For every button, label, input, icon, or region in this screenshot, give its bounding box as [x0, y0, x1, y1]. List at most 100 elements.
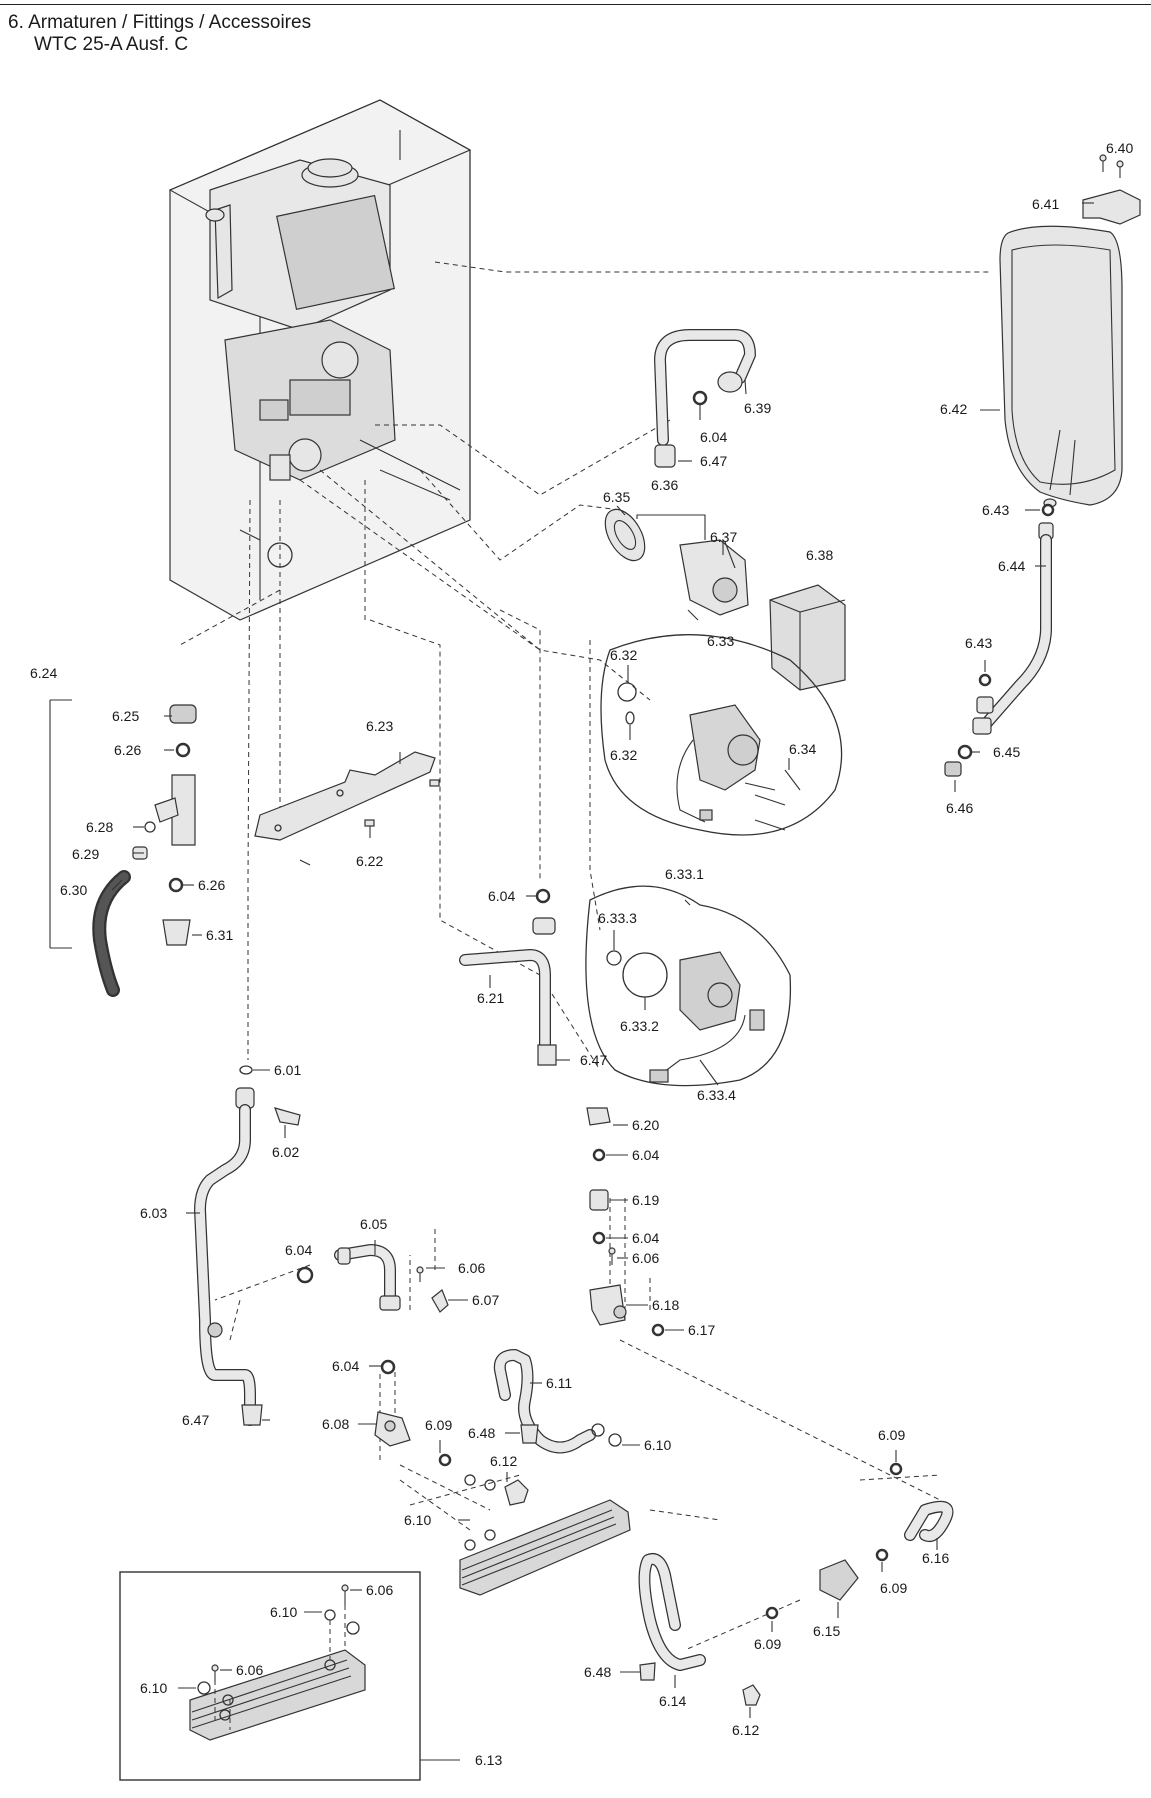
label-6-43-top: 6.43: [982, 502, 1009, 518]
label-6-10-d: 6.10: [140, 1680, 167, 1696]
label-6-09-a: 6.09: [425, 1417, 452, 1433]
pump-6-33-1-group: [585, 885, 792, 1087]
label-6-48-a: 6.48: [468, 1425, 495, 1441]
label-6-43-bottom: 6.43: [965, 635, 992, 651]
label-6-45: 6.45: [993, 744, 1020, 760]
label-6-18: 6.18: [652, 1297, 679, 1313]
pipe-6-11-group: [493, 1349, 596, 1506]
label-6-10-a: 6.10: [644, 1437, 671, 1453]
label-6-06-b: 6.06: [458, 1260, 485, 1276]
label-6-36: 6.36: [651, 477, 678, 493]
label-6-09-c: 6.09: [880, 1580, 907, 1596]
bracket-6-23: [254, 751, 440, 866]
label-6-26-b: 6.26: [198, 877, 225, 893]
seal-6-43-bottom: [978, 673, 992, 687]
label-6-10-b: 6.10: [404, 1512, 431, 1528]
label-6-31: 6.31: [206, 927, 233, 943]
label-6-08: 6.08: [322, 1416, 349, 1432]
label-leaders: [111, 202, 1094, 1718]
label-6-11: 6.11: [546, 1375, 572, 1391]
label-6-06-c: 6.06: [366, 1582, 393, 1598]
label-6-05: 6.05: [360, 1216, 387, 1232]
label-6-33: 6.33: [707, 633, 734, 649]
top-rule: [0, 4, 1151, 5]
valve-6-46: [944, 761, 962, 777]
label-6-01: 6.01: [274, 1062, 301, 1078]
label-6-25: 6.25: [112, 708, 139, 724]
label-6-38: 6.38: [806, 547, 833, 563]
label-6-41: 6.41: [1032, 196, 1059, 212]
siphon-group: [49, 699, 197, 997]
label-6-33-2: 6.33.2: [620, 1018, 659, 1034]
label-6-47-a: 6.47: [700, 453, 727, 469]
label-6-46: 6.46: [946, 800, 973, 816]
label-6-28: 6.28: [86, 819, 113, 835]
label-6-35: 6.35: [603, 489, 630, 505]
label-6-44: 6.44: [998, 558, 1025, 574]
label-6-10-c: 6.10: [270, 1604, 297, 1620]
cap-6-47: [654, 444, 676, 468]
label-6-47-c: 6.47: [182, 1412, 209, 1428]
label-6-33-1: 6.33.1: [665, 866, 704, 882]
label-6-03: 6.03: [140, 1205, 167, 1221]
pipe-6-16-group: [638, 1462, 954, 1706]
siphon-tee: [171, 774, 196, 846]
screw-6-40: [1099, 154, 1124, 178]
pipe-6-03-group: [194, 1065, 301, 1426]
label-6-04-f: 6.04: [332, 1358, 359, 1374]
label-6-12-b: 6.12: [732, 1722, 759, 1738]
pump-body-6-36: [679, 539, 749, 616]
seal-6-45: [957, 744, 973, 760]
vessel-bracket: [1082, 189, 1141, 225]
inset-detail-box: [119, 1571, 460, 1781]
plate-heat-exchanger: [459, 1474, 631, 1596]
label-6-32-a: 6.32: [610, 647, 637, 663]
label-6-37: 6.37: [710, 529, 737, 545]
dashed-leaders: [179, 261, 990, 1651]
label-6-33-3: 6.33.3: [598, 910, 637, 926]
label-6-12-a: 6.12: [490, 1453, 517, 1469]
label-6-06-d: 6.06: [236, 1662, 263, 1678]
seal-6-43-top: [1041, 503, 1055, 517]
label-6-09-b: 6.09: [878, 1427, 905, 1443]
part-number-labels: 6.40 6.41 6.42 6.43 6.44 6.43 6.45 6.46 …: [30, 140, 1133, 1768]
title-line-1: 6. Armaturen / Fittings / Accessoires: [8, 12, 312, 33]
label-6-42: 6.42: [940, 401, 967, 417]
connector-stack: [586, 1107, 665, 1447]
pipe-6-21-group: [459, 888, 557, 1066]
title-line-2: WTC 25-A Ausf. C: [34, 34, 189, 55]
label-6-04-b: 6.04: [488, 888, 515, 904]
label-6-17: 6.17: [688, 1322, 715, 1338]
label-6-06-a: 6.06: [632, 1250, 659, 1266]
label-6-19: 6.19: [632, 1192, 659, 1208]
pump-motor-6-33-group: [600, 634, 843, 836]
label-6-21: 6.21: [477, 990, 504, 1006]
label-6-04-c: 6.04: [632, 1147, 659, 1163]
label-6-16: 6.16: [922, 1550, 949, 1566]
label-6-20: 6.20: [632, 1117, 659, 1133]
label-6-39: 6.39: [744, 400, 771, 416]
label-6-30: 6.30: [60, 882, 87, 898]
expansion-vessel-group: [944, 154, 1141, 777]
label-6-07: 6.07: [472, 1292, 499, 1308]
label-6-04-d: 6.04: [632, 1230, 659, 1246]
label-6-24: 6.24: [30, 665, 57, 681]
pipe-6-05-group: [296, 1244, 452, 1467]
label-6-26-a: 6.26: [114, 742, 141, 758]
page-title: 6. Armaturen / Fittings / Accessoires WT…: [8, 12, 311, 56]
label-6-15: 6.15: [813, 1623, 840, 1639]
cap-6-31: [162, 919, 191, 946]
boiler-housing: [168, 99, 472, 621]
label-6-09-d: 6.09: [754, 1636, 781, 1652]
pipe-6-39-group: [654, 329, 756, 468]
label-6-29: 6.29: [72, 846, 99, 862]
label-6-47-b: 6.47: [580, 1052, 607, 1068]
label-6-14: 6.14: [659, 1693, 686, 1709]
label-6-02: 6.02: [272, 1144, 299, 1160]
flange-6-35: [604, 508, 646, 562]
label-6-22: 6.22: [356, 853, 383, 869]
label-6-48-b: 6.48: [584, 1664, 611, 1680]
label-6-13: 6.13: [475, 1752, 502, 1768]
label-6-33-4: 6.33.4: [697, 1087, 736, 1103]
